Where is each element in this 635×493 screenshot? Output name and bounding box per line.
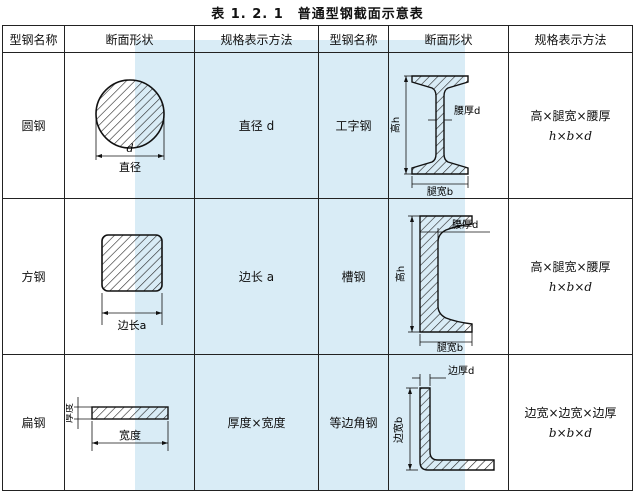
i-beam-spec: 高×腿宽×腰厚 h×b×d bbox=[508, 52, 633, 199]
square-caption: 边长a bbox=[117, 319, 146, 332]
channel-flange-label: 腿宽b bbox=[436, 341, 462, 352]
header-row: 型钢名称 断面形状 规格表示方法 型钢名称 断面形状 规格表示方法 bbox=[2, 25, 633, 53]
header-name-right: 型钢名称 bbox=[318, 25, 389, 53]
i-beam-web-label: 腰厚d bbox=[454, 105, 480, 117]
header-spec-right: 规格表示方法 bbox=[508, 25, 633, 53]
round-steel-shape: d 直径 bbox=[64, 52, 195, 199]
square-steel-shape: 边长a bbox=[64, 198, 195, 355]
i-beam-height-label: 高h bbox=[390, 116, 402, 132]
steel-section-table: 型钢名称 断面形状 规格表示方法 型钢名称 断面形状 规格表示方法 圆钢 d bbox=[2, 25, 633, 491]
angle-steel-diagram: 边厚d 边宽b bbox=[392, 365, 495, 471]
i-beam-name: 工字钢 bbox=[318, 52, 389, 199]
round-dim-label: d bbox=[126, 142, 133, 155]
header-name-left: 型钢名称 bbox=[2, 25, 65, 53]
angle-steel-name: 等边角钢 bbox=[318, 354, 389, 491]
flat-steel-shape: 厚度 宽度 bbox=[64, 354, 195, 491]
channel-diagram: 高h 腰厚d 腿宽b bbox=[394, 214, 490, 352]
table-row: 圆钢 d 直径 直径 d 工字钢 bbox=[2, 52, 633, 199]
square-steel-name: 方钢 bbox=[2, 198, 65, 355]
angle-steel-shape: 边厚d 边宽b bbox=[388, 354, 509, 491]
flat-steel-diagram: 厚度 宽度 bbox=[66, 396, 169, 451]
round-steel-name: 圆钢 bbox=[2, 52, 65, 199]
channel-spec: 高×腿宽×腰厚 h×b×d bbox=[508, 198, 633, 355]
channel-name: 槽钢 bbox=[318, 198, 389, 355]
square-steel-spec: 边长 a bbox=[194, 198, 319, 355]
header-spec-left: 规格表示方法 bbox=[194, 25, 319, 53]
header-shape-right: 断面形状 bbox=[388, 25, 509, 53]
table-title: 表 1. 2. 1 普通型钢截面示意表 bbox=[211, 7, 424, 22]
channel-spec-line1: 高×腿宽×腰厚 bbox=[530, 259, 611, 274]
flat-steel-name: 扁钢 bbox=[2, 354, 65, 491]
channel-height-label: 高h bbox=[394, 265, 407, 281]
channel-web-label: 腰厚d bbox=[452, 219, 478, 231]
table-row: 方钢 边长a 边长 a 槽钢 高h bbox=[2, 198, 633, 355]
round-steel-spec: 直径 d bbox=[194, 52, 319, 199]
table-row: 扁钢 厚度 宽度 厚度×宽度 等边角钢 bbox=[2, 354, 633, 491]
flat-width-label: 宽度 bbox=[119, 428, 141, 442]
channel-shape: 高h 腰厚d 腿宽b bbox=[388, 198, 509, 355]
angle-steel-spec-line1: 边宽×边宽×边厚 bbox=[524, 405, 617, 420]
flat-thickness-label: 厚度 bbox=[66, 403, 75, 423]
angle-thickness-label: 边厚d bbox=[448, 365, 474, 377]
flat-steel-spec: 厚度×宽度 bbox=[194, 354, 319, 491]
angle-width-label: 边宽b bbox=[392, 416, 405, 442]
angle-steel-spec-line2: b×b×d bbox=[548, 425, 593, 440]
i-beam-diagram: 高h 腰厚d 腿宽b bbox=[390, 74, 480, 196]
square-steel-diagram: 边长a bbox=[100, 233, 163, 332]
i-beam-flange-label: 腿宽b bbox=[426, 185, 452, 196]
round-steel-diagram: d 直径 bbox=[94, 78, 165, 174]
i-beam-spec-line1: 高×腿宽×腰厚 bbox=[530, 108, 611, 123]
i-beam-spec-line2: h×b×d bbox=[548, 128, 593, 143]
i-beam-shape: 高h 腰厚d 腿宽b bbox=[388, 52, 509, 199]
header-shape-left: 断面形状 bbox=[64, 25, 195, 53]
angle-steel-spec: 边宽×边宽×边厚 b×b×d bbox=[508, 354, 633, 491]
round-caption: 直径 bbox=[119, 160, 141, 174]
channel-spec-line2: h×b×d bbox=[548, 279, 593, 294]
